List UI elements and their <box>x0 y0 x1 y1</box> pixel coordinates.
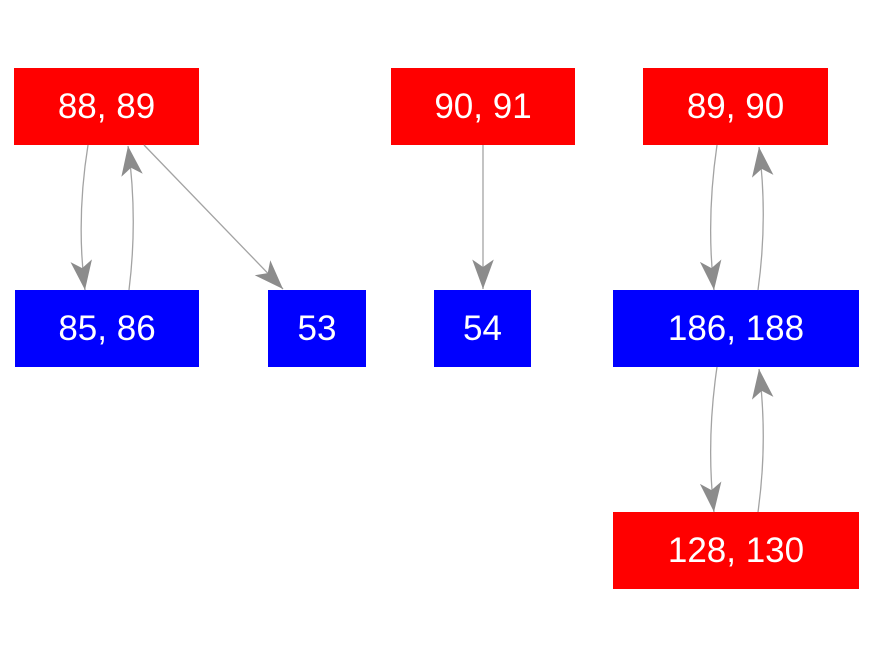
node-85-86: 85, 86 <box>15 290 199 367</box>
edge-88-89-to-53 <box>143 144 284 290</box>
node-88-89: 88, 89 <box>14 68 199 145</box>
edge-89-90-to-186-188 <box>699 144 722 291</box>
edge-128-130-to-186-188 <box>751 368 774 513</box>
edge-88-89-to-85-86 <box>70 144 92 291</box>
node-186-188: 186, 188 <box>613 290 859 367</box>
node-89-90: 89, 90 <box>643 68 828 145</box>
edge-186-188-to-89-90 <box>751 146 774 291</box>
node-53: 53 <box>268 290 366 367</box>
edge-85-86-to-88-89 <box>121 145 143 291</box>
edge-186-188-to-128-130 <box>699 366 722 513</box>
node-128-130: 128, 130 <box>613 512 859 589</box>
node-54: 54 <box>434 290 531 367</box>
node-90-91: 90, 91 <box>391 68 575 145</box>
